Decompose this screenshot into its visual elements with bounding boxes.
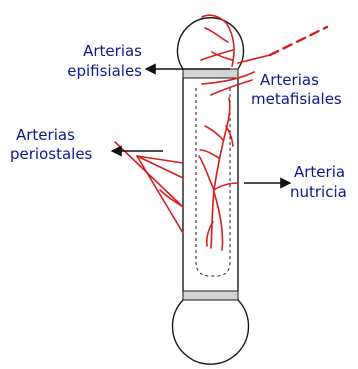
epiphyseal-artery [205, 28, 228, 42]
nutrient-artery-ascending [214, 98, 230, 190]
periosteal-artery [160, 190, 183, 207]
nutrient-artery-descending [214, 192, 223, 250]
label-periostales-line2: periostales [10, 145, 93, 163]
nutrient-artery-branch [200, 150, 219, 158]
label-periostales-line1: Arterias [16, 126, 75, 144]
upper-growth-plate [183, 69, 238, 78]
label-metafisiales-line2: metafisiales [251, 90, 342, 108]
medullary-canal [196, 88, 230, 276]
arteries [115, 15, 327, 250]
label-nutricia-line1: Arteria [294, 163, 345, 181]
nutrient-artery-descending [211, 190, 214, 248]
bone [172, 18, 248, 364]
periosteal-artery [115, 142, 183, 207]
lower-epiphysis [172, 300, 248, 364]
label-epifisiales-line2: epifisiales [67, 62, 142, 80]
nutrient-artery-trunk [214, 183, 238, 190]
lower-growth-plate [183, 291, 238, 300]
label-epifisiales-line1: Arterias [83, 42, 142, 60]
label-nutricia-line2: nutricia [290, 183, 347, 201]
nutrient-artery-branch [199, 156, 214, 190]
external-artery-dashed [270, 27, 327, 55]
nutrient-artery-branch [205, 126, 223, 140]
label-metafisiales-line1: Arterias [260, 71, 319, 89]
labels: Arterias epifisiales Arterias metafisial… [10, 42, 347, 201]
